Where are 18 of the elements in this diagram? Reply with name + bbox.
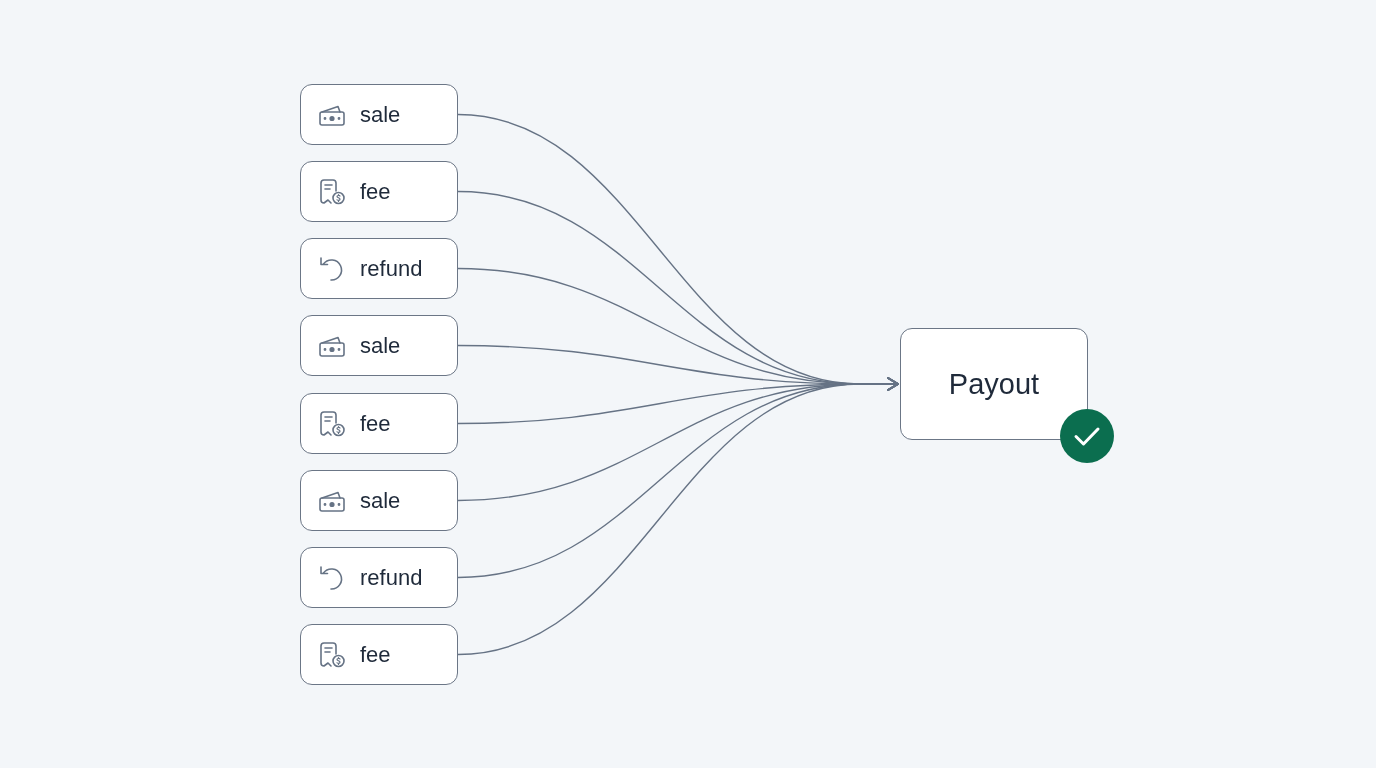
node-label: Payout [948,369,1040,399]
source-box [300,84,458,145]
node-label: sale [360,334,401,357]
source-box [300,547,458,608]
node-label: refund [360,257,423,280]
source-box [300,161,458,222]
source-box [300,624,458,685]
node-label: fee [360,643,391,666]
source-box [300,393,458,454]
source-box [300,470,458,531]
node-label: fee [360,180,391,203]
source-box [300,238,458,299]
node-label: fee [360,412,391,435]
node-label: refund [360,566,423,589]
result-box [900,328,1088,440]
node-label: sale [360,489,401,512]
source-box [300,315,458,376]
node-label: sale [360,103,401,126]
